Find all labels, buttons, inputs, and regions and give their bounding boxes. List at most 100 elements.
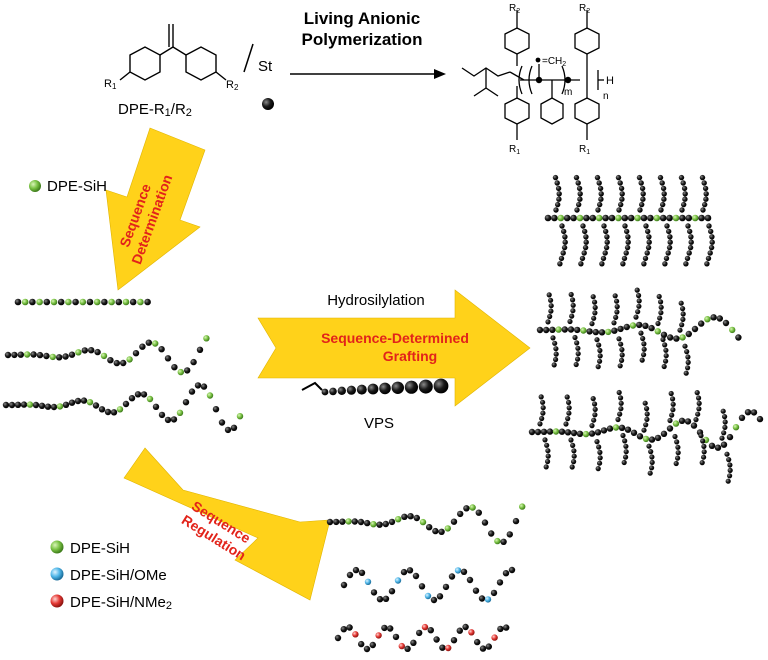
bead-icon bbox=[654, 434, 662, 442]
graft-bead-icon bbox=[719, 435, 725, 441]
graft-bead-icon bbox=[640, 196, 646, 202]
graft-bead-icon bbox=[594, 337, 600, 343]
bead-icon bbox=[666, 214, 673, 222]
graft-bead-icon bbox=[555, 185, 562, 192]
graft-bead-icon bbox=[570, 297, 576, 303]
graft-bead-icon bbox=[569, 313, 575, 319]
graft-bead-icon bbox=[725, 478, 731, 484]
bead-icon bbox=[110, 409, 118, 416]
graft-bead-icon bbox=[575, 345, 581, 351]
dpe-sih-bead-icon bbox=[469, 504, 476, 511]
bead-icon bbox=[432, 527, 439, 535]
polymer-chains-layer bbox=[2, 174, 764, 653]
graft-bead-icon bbox=[641, 346, 647, 352]
graft-bead-icon bbox=[696, 406, 702, 412]
bead-icon bbox=[450, 518, 458, 525]
graft-bead-icon bbox=[646, 443, 652, 449]
bead-icon bbox=[744, 409, 752, 416]
dpe-sih-ome-bead-icon bbox=[394, 577, 402, 584]
graft-bead-icon bbox=[649, 465, 655, 471]
bead-icon bbox=[20, 401, 28, 408]
bead-icon bbox=[164, 416, 172, 424]
graft-bead-icon bbox=[566, 405, 572, 411]
graft-bead-icon bbox=[682, 196, 688, 202]
graft-bead-icon bbox=[636, 303, 642, 309]
bead-icon bbox=[586, 328, 593, 335]
bead-icon bbox=[710, 314, 717, 321]
dpe-sih-bead-icon bbox=[629, 322, 637, 329]
graft-bead-icon bbox=[617, 180, 623, 186]
graft-bead-icon bbox=[681, 185, 688, 192]
bead-icon bbox=[642, 322, 649, 329]
graft-bead-icon bbox=[568, 291, 574, 298]
bead-icon bbox=[194, 382, 202, 389]
styrene-label: St bbox=[258, 58, 273, 75]
graft-bead-icon bbox=[682, 343, 688, 349]
bead-icon bbox=[364, 519, 371, 527]
graft-bead-icon bbox=[673, 460, 679, 467]
graft-bead-icon bbox=[552, 340, 558, 346]
graft-bead-icon bbox=[641, 352, 647, 358]
graft-bead-icon bbox=[547, 313, 553, 320]
graft-bead-icon bbox=[567, 318, 573, 325]
bead-icon bbox=[576, 430, 584, 437]
graft-bead-icon bbox=[614, 304, 620, 310]
dpe-sih-bead-icon bbox=[176, 409, 184, 416]
vps-bead-icon bbox=[433, 378, 449, 394]
dpe-sih-bead-icon bbox=[206, 392, 214, 399]
graft-bead-icon bbox=[619, 347, 625, 353]
graft-bead-icon bbox=[688, 239, 694, 245]
graft-bead-icon bbox=[575, 351, 581, 357]
vinylidene-label: =CH2 bbox=[542, 56, 566, 68]
graft-bead-icon bbox=[661, 363, 667, 370]
bead-icon bbox=[720, 441, 728, 448]
graft-bead-icon bbox=[543, 464, 549, 470]
graft-bead-icon bbox=[577, 191, 583, 197]
bead-icon bbox=[351, 518, 358, 525]
bead-icon bbox=[592, 328, 599, 336]
bead-icon bbox=[478, 595, 486, 602]
graft-bead-icon bbox=[555, 201, 561, 208]
dpe-sih-legend-icon bbox=[50, 540, 64, 554]
graft-bead-icon bbox=[611, 320, 617, 326]
graft-bead-icon bbox=[638, 180, 644, 186]
bead-icon bbox=[636, 321, 643, 329]
bead-icon bbox=[346, 571, 354, 579]
bead-icon bbox=[436, 593, 444, 600]
bead-icon bbox=[340, 626, 347, 633]
bead-icon bbox=[326, 518, 334, 526]
bead-icon bbox=[104, 408, 112, 416]
dpe-sih-bead-icon bbox=[122, 298, 130, 306]
graft-bead-icon bbox=[614, 298, 620, 304]
graft-bead-icon bbox=[617, 411, 623, 417]
bead-icon bbox=[583, 214, 590, 222]
bead-icon bbox=[14, 401, 22, 408]
graft-bead-icon bbox=[620, 432, 626, 439]
bead-icon bbox=[543, 326, 550, 334]
graft-bead-icon bbox=[703, 196, 709, 202]
graft-bead-icon bbox=[598, 191, 604, 197]
bead-icon bbox=[410, 639, 417, 646]
graft-bead-icon bbox=[598, 196, 604, 202]
graft-bead-icon bbox=[666, 228, 672, 235]
graft-bead-icon bbox=[612, 293, 618, 299]
graft-bead-icon bbox=[666, 244, 673, 251]
graft-bead-icon bbox=[537, 421, 543, 427]
bead-icon bbox=[381, 624, 388, 632]
graft-bead-icon bbox=[617, 363, 623, 369]
dpe-sih-ome-bead-icon bbox=[364, 578, 372, 585]
bead-icon bbox=[463, 505, 470, 512]
graft-bead-icon bbox=[662, 342, 668, 348]
bead-icon bbox=[107, 357, 114, 364]
graft-bead-icon bbox=[647, 470, 653, 476]
bead-icon bbox=[2, 401, 10, 409]
graft-bead-icon bbox=[597, 449, 603, 455]
graft-bead-icon bbox=[591, 315, 597, 321]
bead-icon bbox=[594, 429, 602, 436]
graft-bead-icon bbox=[724, 451, 730, 457]
graft-bead-icon bbox=[645, 228, 651, 235]
bead-icon bbox=[756, 415, 764, 423]
dpe-sih-bead-icon bbox=[75, 349, 82, 356]
graft-bead-icon bbox=[576, 185, 583, 192]
